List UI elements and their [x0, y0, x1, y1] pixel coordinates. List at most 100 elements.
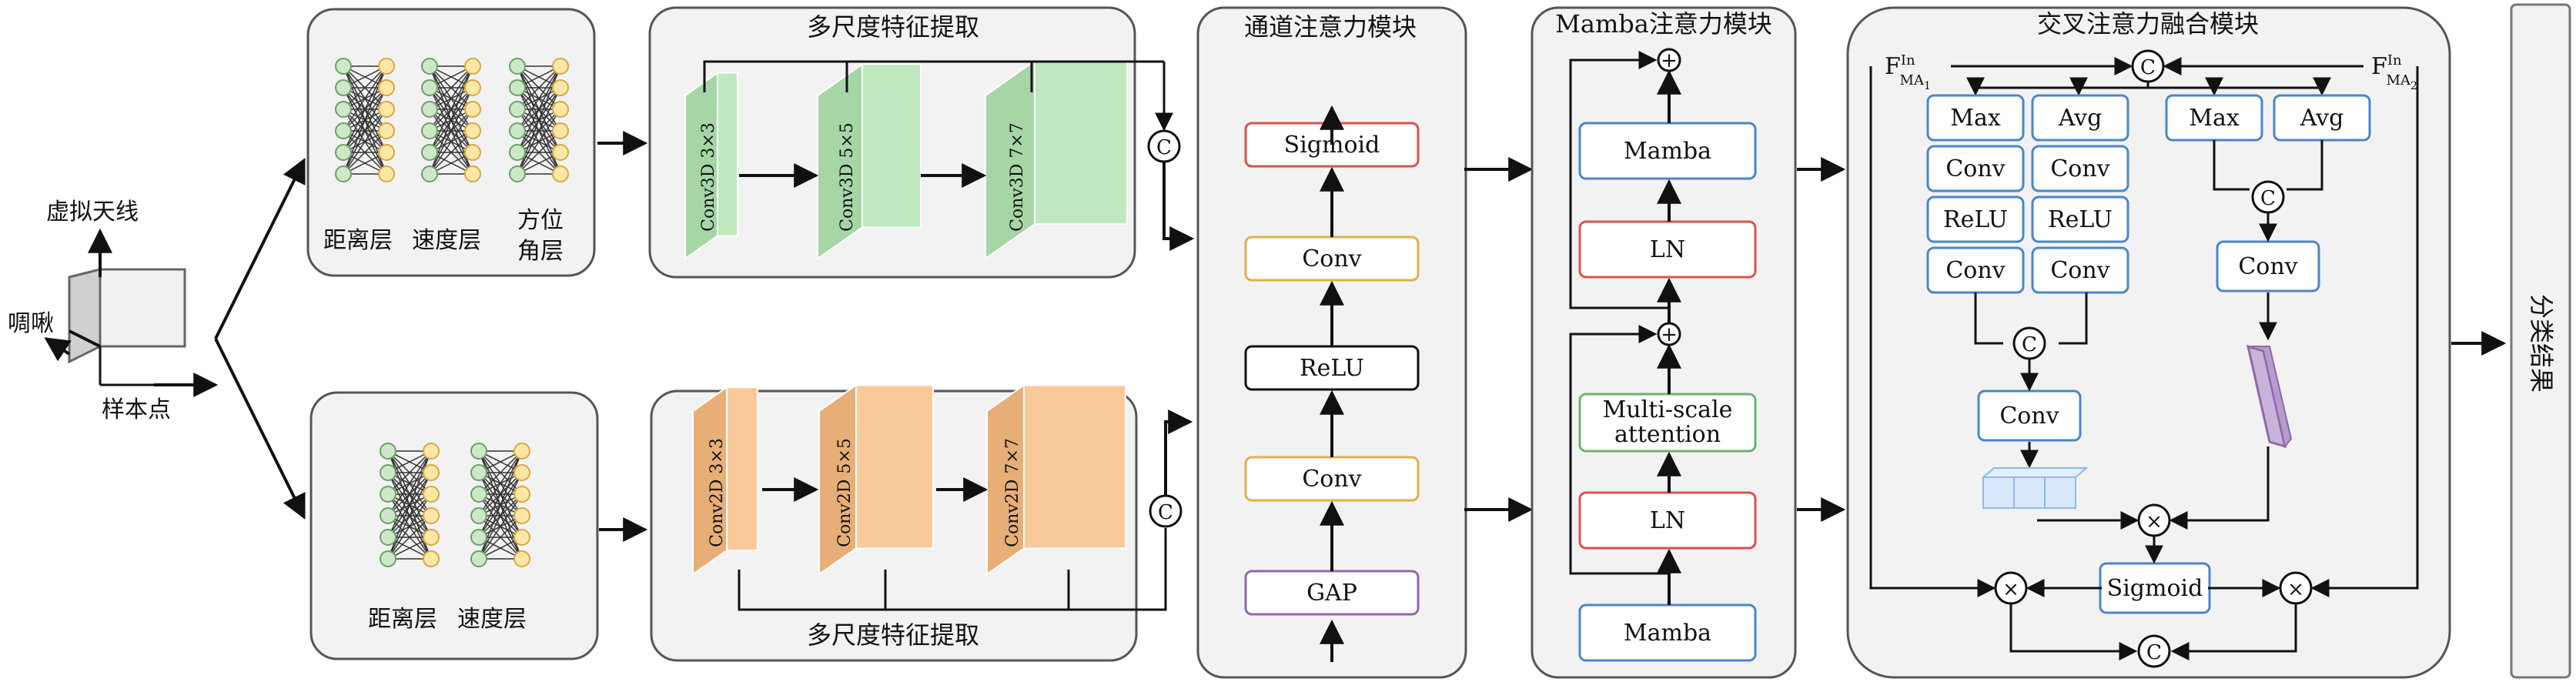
right-avg-to-concat — [2287, 140, 2323, 191]
cross-grid-r1-c0-box — [1926, 145, 2025, 192]
mamba-add-node-upper — [1657, 48, 1681, 72]
top-concat-to-ca — [1163, 162, 1195, 251]
cross-left-concat-symbol: C — [2022, 333, 2037, 356]
top-multiscale-title: 多尺度特征提取 — [807, 12, 979, 42]
right-max-to-concat — [2213, 140, 2250, 191]
purple-to-multiply — [2169, 446, 2270, 530]
net-edge — [429, 65, 473, 132]
conv2d-3x3-face — [726, 386, 758, 552]
net-velocity-top — [421, 58, 481, 182]
cross-grid-r3-c0-label: Conv — [1945, 257, 2005, 284]
net-node-output — [464, 144, 481, 161]
bottom-skip-line — [738, 528, 1167, 611]
cross-right-conv-label: Conv — [2238, 253, 2297, 280]
cross-grid-r0-c1-label: Avg — [2058, 105, 2103, 132]
net-edge — [387, 450, 432, 495]
output-box — [2510, 3, 2571, 679]
mamba-residual-lower — [1569, 325, 1669, 575]
net-node-input — [380, 486, 396, 503]
net-edge — [343, 65, 387, 110]
net-node-output — [423, 507, 440, 524]
net-node-input — [335, 79, 352, 96]
net-edge — [517, 109, 561, 175]
net-node-input — [421, 79, 438, 96]
net-edge — [429, 130, 473, 175]
net-node-input — [421, 122, 438, 139]
cross-attention-title: 交叉注意力融合模块 — [2037, 9, 2259, 38]
fork-arrow-top — [214, 158, 306, 339]
fork-arrow-bottom — [214, 338, 306, 520]
top-skip-line — [703, 60, 1164, 92]
net-node-output — [552, 79, 569, 96]
cross-grid-r3-c1-box — [2031, 246, 2129, 294]
net-edge — [429, 65, 473, 153]
net-edge — [387, 450, 432, 538]
f2-base: F — [2371, 53, 2387, 80]
net-node-output — [464, 58, 481, 75]
conv3d-3x3-face — [717, 72, 738, 237]
net-node-input — [421, 144, 438, 161]
net-node-output — [423, 464, 440, 481]
net-edge — [387, 472, 432, 560]
net-node-output — [423, 486, 440, 503]
net-edge — [387, 493, 432, 560]
net-node-input — [509, 58, 526, 75]
net-node-output — [464, 79, 481, 96]
conv3d-7x7-face — [1034, 60, 1128, 226]
net-node-output — [378, 144, 395, 161]
mamba-top-label: Mamba — [1624, 138, 1711, 165]
net-edge — [517, 65, 561, 132]
f2-sub-index: 2 — [2410, 80, 2417, 92]
sample-point-label: 样本点 — [102, 396, 171, 423]
cross-left-multiply-symbol: × — [2002, 578, 2019, 601]
cross-final-concat-symbol: C — [2146, 641, 2162, 664]
net-node-input — [421, 58, 438, 75]
cross-grid-r0-c0-box — [1926, 94, 2025, 142]
net-edge — [343, 65, 387, 153]
net-node-output — [423, 443, 440, 460]
net-node-output — [552, 165, 569, 182]
net-node-input — [509, 79, 526, 96]
cross-final-concat-node — [2137, 634, 2171, 668]
cross-grid-r2-c1-label: ReLU — [2048, 206, 2113, 233]
top-layer-label-azimuth-2: 角层 — [517, 238, 564, 265]
spatial-feature-map — [1981, 467, 2089, 509]
mamba-attention-title: Mamba注意力模块 — [1555, 9, 1772, 38]
msa-label-1: Multi-scale — [1603, 396, 1733, 423]
input-cube — [44, 228, 219, 397]
conv3d-5x5-face — [861, 63, 922, 229]
top-layer-label-velocity: 速度层 — [412, 227, 481, 254]
net-node-output — [423, 550, 440, 567]
net-node-input — [470, 464, 487, 481]
f2-bypass — [2310, 66, 2419, 597]
cross-top-concat-symbol: C — [2140, 56, 2156, 79]
net-node-input — [509, 122, 526, 139]
left-mul-to-final — [2009, 603, 2138, 660]
cross-mid-conv-label: Conv — [1999, 403, 2059, 430]
net-node-input — [335, 101, 352, 118]
bottom-concat-symbol: C — [1158, 501, 1173, 524]
net-edge — [478, 450, 523, 538]
cross-grid-r0-c1-box — [2031, 94, 2129, 142]
net-edge — [517, 65, 561, 110]
net-edge — [387, 515, 432, 560]
cross-grid-r2-c0-box — [1926, 196, 2025, 243]
net-node-input — [470, 443, 487, 460]
net-node-output — [464, 101, 481, 118]
cross-center-multiply-symbol: × — [2146, 510, 2163, 533]
net-node-output — [378, 101, 395, 118]
channel-feature-map — [2246, 344, 2293, 449]
net-node-input — [335, 122, 352, 139]
left-grid-merge-a — [1974, 293, 2003, 345]
mamba-add-symbol-lower: + — [1661, 323, 1678, 346]
ca-gap-label: GAP — [1306, 580, 1357, 607]
net-node-input — [380, 550, 396, 567]
conv2d-7x7-face — [1023, 384, 1126, 550]
conv3d-3x3: Conv3D 3×3 — [682, 71, 741, 260]
net-range-bottom — [380, 443, 440, 567]
bottom-multiscale-title: 多尺度特征提取 — [807, 620, 979, 650]
